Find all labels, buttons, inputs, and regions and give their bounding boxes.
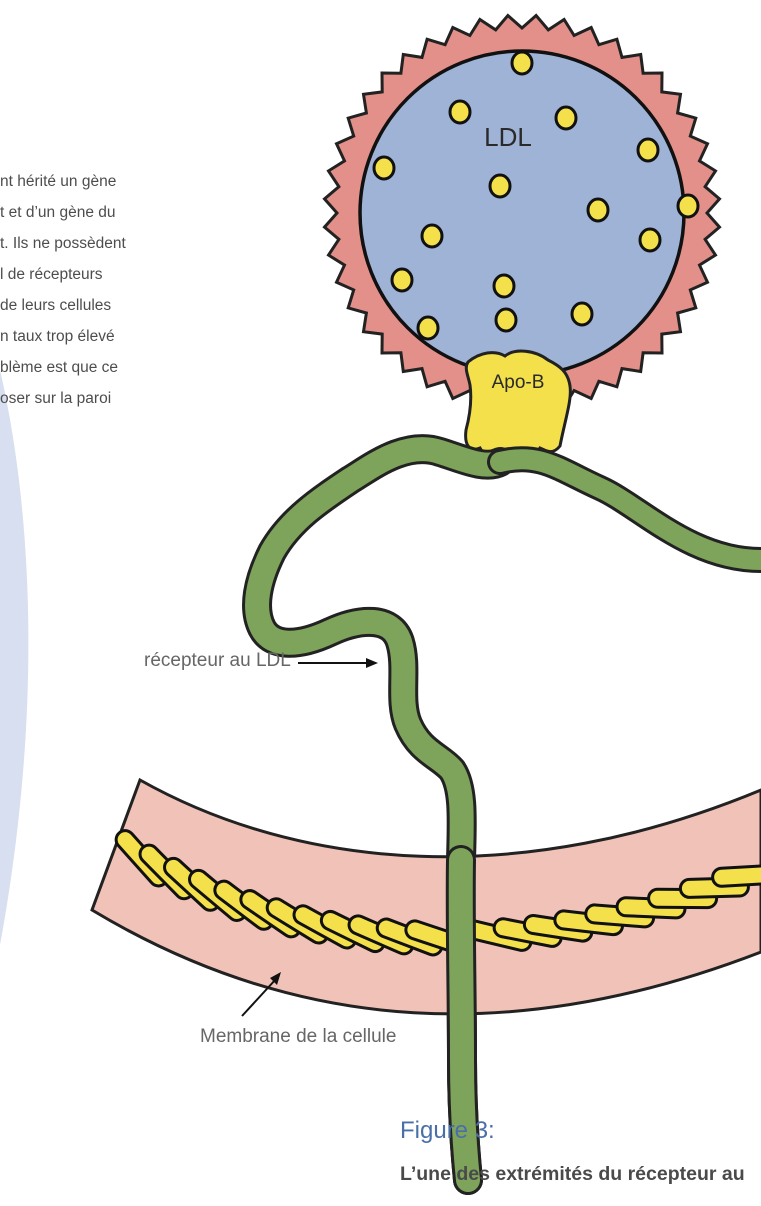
body-text-line: l de récepteurs [0, 259, 330, 290]
body-text: nt hérité un gène t et d’un gène du t. I… [0, 166, 330, 414]
cholesterol-dot [422, 225, 442, 247]
cholesterol-dot [588, 199, 608, 221]
apob-protein [466, 351, 571, 456]
cholesterol-dot [556, 107, 576, 129]
receptor-annotation: récepteur au LDL [144, 650, 291, 672]
phospholipid [712, 865, 761, 887]
cholesterol-dot [490, 175, 510, 197]
apob-label: Apo-B [492, 372, 545, 393]
membrane-annotation: Membrane de la cellule [200, 1026, 396, 1048]
cholesterol-dot [374, 157, 394, 179]
cholesterol-dot [496, 309, 516, 331]
figure-title: Figure 3: [400, 1117, 495, 1145]
body-text-line: t. Ils ne possèdent [0, 228, 330, 259]
cholesterol-dot [640, 229, 660, 251]
cholesterol-dot [392, 269, 412, 291]
cholesterol-dot [512, 52, 532, 74]
receptor-arrow-head [366, 658, 378, 668]
body-text-line: de leurs cellules [0, 290, 330, 321]
body-text-line: n taux trop élevé [0, 321, 330, 352]
body-text-line: oser sur la paroi [0, 383, 330, 414]
background-arc [0, 370, 28, 945]
cholesterol-dot [572, 303, 592, 325]
cholesterol-dot [678, 195, 698, 217]
body-text-line: nt hérité un gène [0, 166, 330, 197]
cholesterol-dot [418, 317, 438, 339]
cholesterol-dot [638, 139, 658, 161]
cholesterol-dot [450, 101, 470, 123]
figure-caption: L’une des extrémités du récepteur au [400, 1163, 745, 1186]
body-text-line: blème est que ce [0, 352, 330, 383]
body-text-line: t et d’un gène du [0, 197, 330, 228]
ldl-label: LDL [484, 122, 532, 152]
ldl-core [360, 51, 684, 375]
cholesterol-dot [494, 275, 514, 297]
